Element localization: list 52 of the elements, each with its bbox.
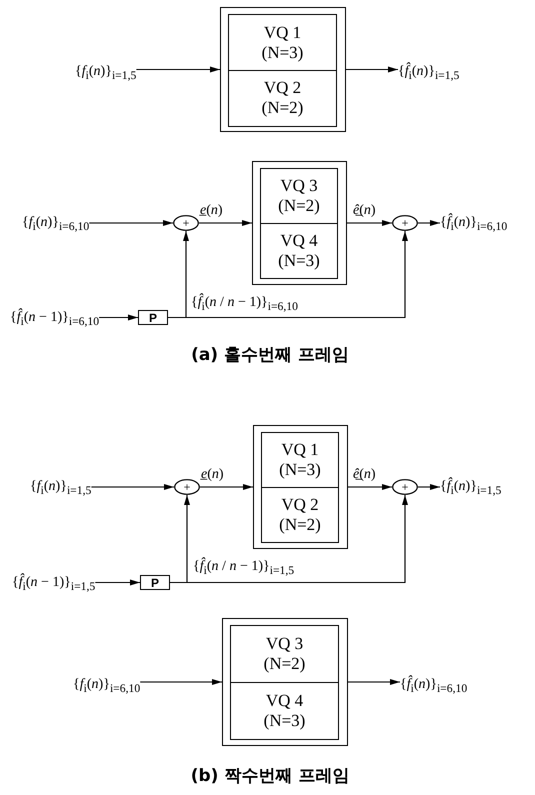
quantizer-frame <box>222 618 348 746</box>
predictor-box: P <box>140 575 170 590</box>
signal-label: {f$_{i}$(n)}$_{i=6,10}$ <box>22 214 90 236</box>
arrow <box>348 679 400 685</box>
quantizer-frame <box>252 161 347 285</box>
figure-caption: (b) 짝수번째 프레임 <box>190 765 350 787</box>
arrow <box>168 231 408 318</box>
signal-label: {f̂$_{i}$(n)}$_{i=6,10}$ <box>400 676 468 698</box>
quantizer-frame <box>220 7 346 132</box>
signal-label: {f̂$_{i}$(n)}$_{i=1,5}$ <box>398 63 460 85</box>
codebook-cell: VQ 1 (N=3) <box>261 432 339 488</box>
edge-label: e̲(n) <box>200 467 225 483</box>
arrow <box>418 484 440 490</box>
summing-junction: + <box>392 479 418 495</box>
signal-label: {f̂$_{i}$(n)}$_{i=6,10}$ <box>440 214 508 236</box>
arrow <box>348 484 392 490</box>
edge-label: ê̲(n) <box>352 467 377 483</box>
signal-label: {f̂$_{i}$(n − 1)}$_{i=1,5}$ <box>12 574 96 596</box>
figure-caption: (a) 홀수번째 프레임 <box>191 344 349 366</box>
signal-label: {f$_{i}$(n)}$_{i=6,10}$ <box>73 676 140 698</box>
arrow <box>346 66 398 72</box>
codebook-cell: VQ 2 (N=2) <box>228 70 337 127</box>
codebook-cell: VQ 1 (N=3) <box>228 14 337 71</box>
arrow <box>91 484 174 490</box>
summing-junction: + <box>392 215 418 231</box>
signal-label: {f$_{i}$(n)}$_{i=1,5}$ <box>30 478 92 500</box>
arrow <box>347 220 392 226</box>
codebook-cell: VQ 2 (N=2) <box>261 486 339 543</box>
arrow <box>418 220 440 226</box>
summing-junction: + <box>174 479 200 495</box>
signal-label: {f̂$_{i}$(n)}$_{i=1,5}$ <box>440 478 502 500</box>
arrow <box>95 580 140 586</box>
arrow <box>89 220 173 226</box>
edge-label: {f̂$_{i}$(n / n − 1)}$_{i=6,10}$ <box>190 295 299 315</box>
codebook-cell: VQ 4 (N=3) <box>230 682 339 740</box>
arrow <box>99 314 138 320</box>
signal-label: {f̂$_{i}$(n − 1)}$_{i=6,10}$ <box>10 309 100 331</box>
quantizer-frame <box>253 425 348 549</box>
signal-label: {f$_{i}$(n)}$_{i=1,5}$ <box>75 63 136 85</box>
edge-label: e̲(n) <box>199 203 224 219</box>
arrow <box>199 220 252 226</box>
arrow <box>170 495 408 584</box>
predictor-box: P <box>138 310 168 325</box>
edge-label: ê̲(n) <box>352 203 377 219</box>
codebook-cell: VQ 3 (N=2) <box>260 168 338 224</box>
codebook-cell: VQ 4 (N=3) <box>260 222 338 279</box>
arrow <box>140 679 222 685</box>
codebook-cell: VQ 3 (N=2) <box>230 625 339 683</box>
summing-junction: + <box>173 215 199 231</box>
edge-label: {f̂$_{i}$(n / n − 1)}$_{i=1,5}$ <box>192 559 296 579</box>
arrow <box>200 484 253 490</box>
arrow <box>136 66 220 72</box>
